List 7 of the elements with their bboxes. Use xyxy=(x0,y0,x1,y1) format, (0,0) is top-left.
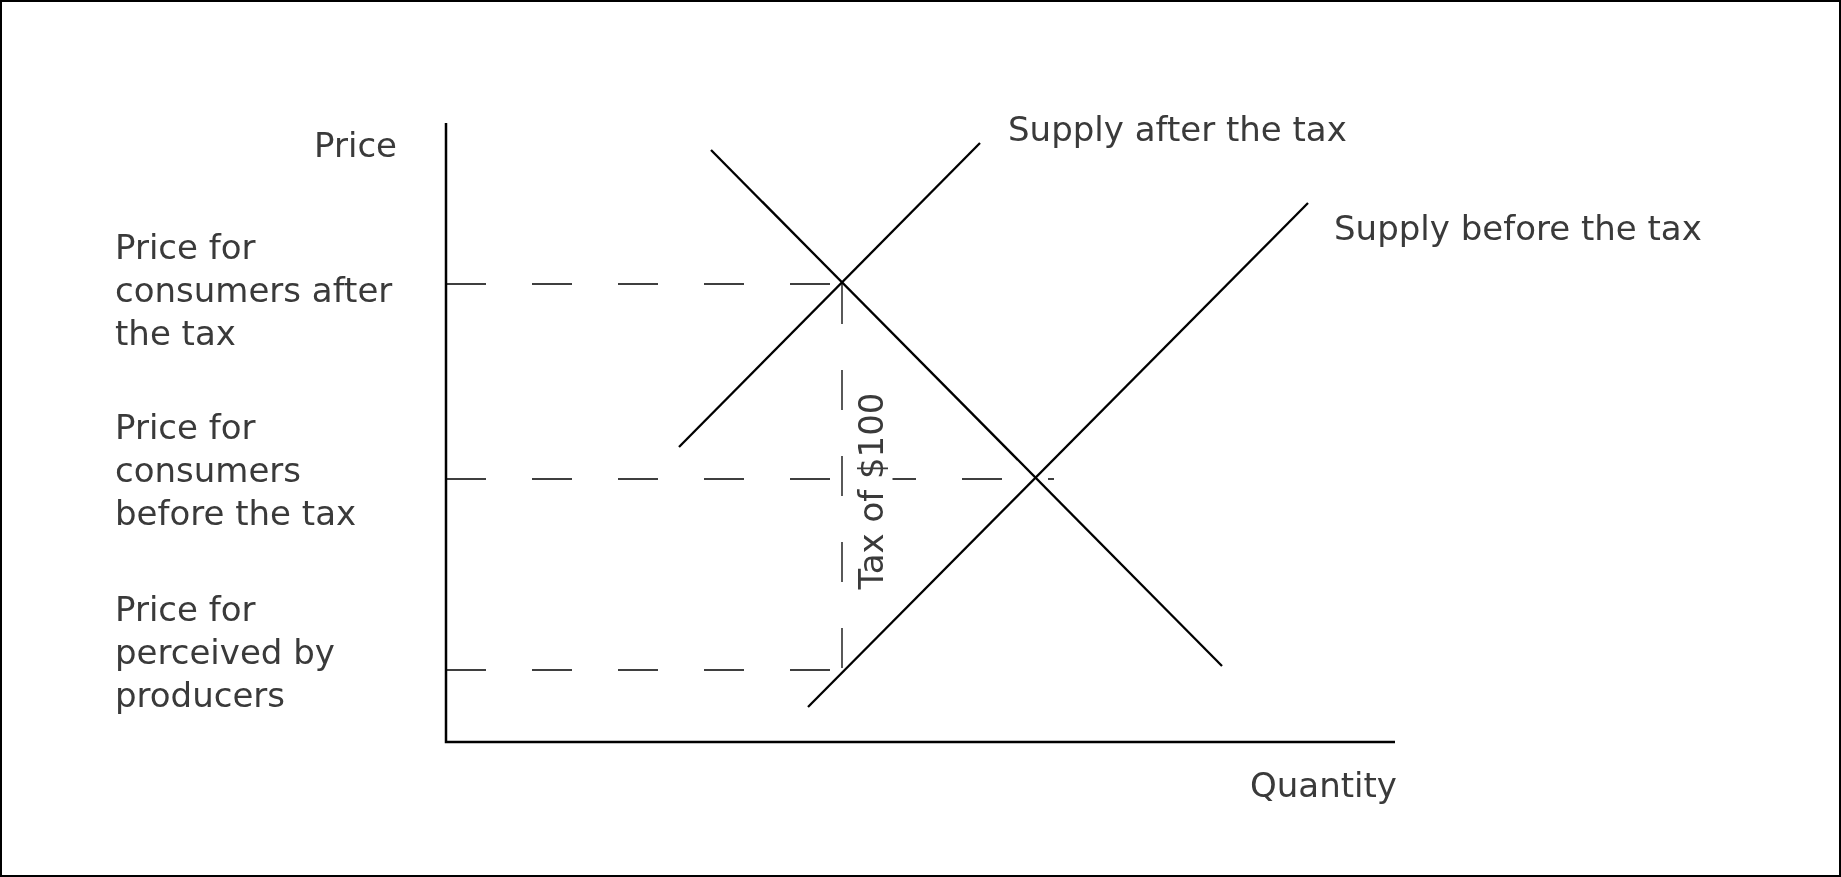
price-label: Price for consumers after the tax xyxy=(115,226,394,355)
curve-label: Supply before the tax xyxy=(1334,207,1702,250)
price-label: Price for perceived by producers xyxy=(115,588,336,717)
price-label: Price for consumers before the tax xyxy=(115,406,358,535)
curve-label: Supply after the tax xyxy=(1008,108,1347,151)
axis-title: Price xyxy=(314,124,397,167)
axis-title: Quantity xyxy=(1250,764,1397,807)
